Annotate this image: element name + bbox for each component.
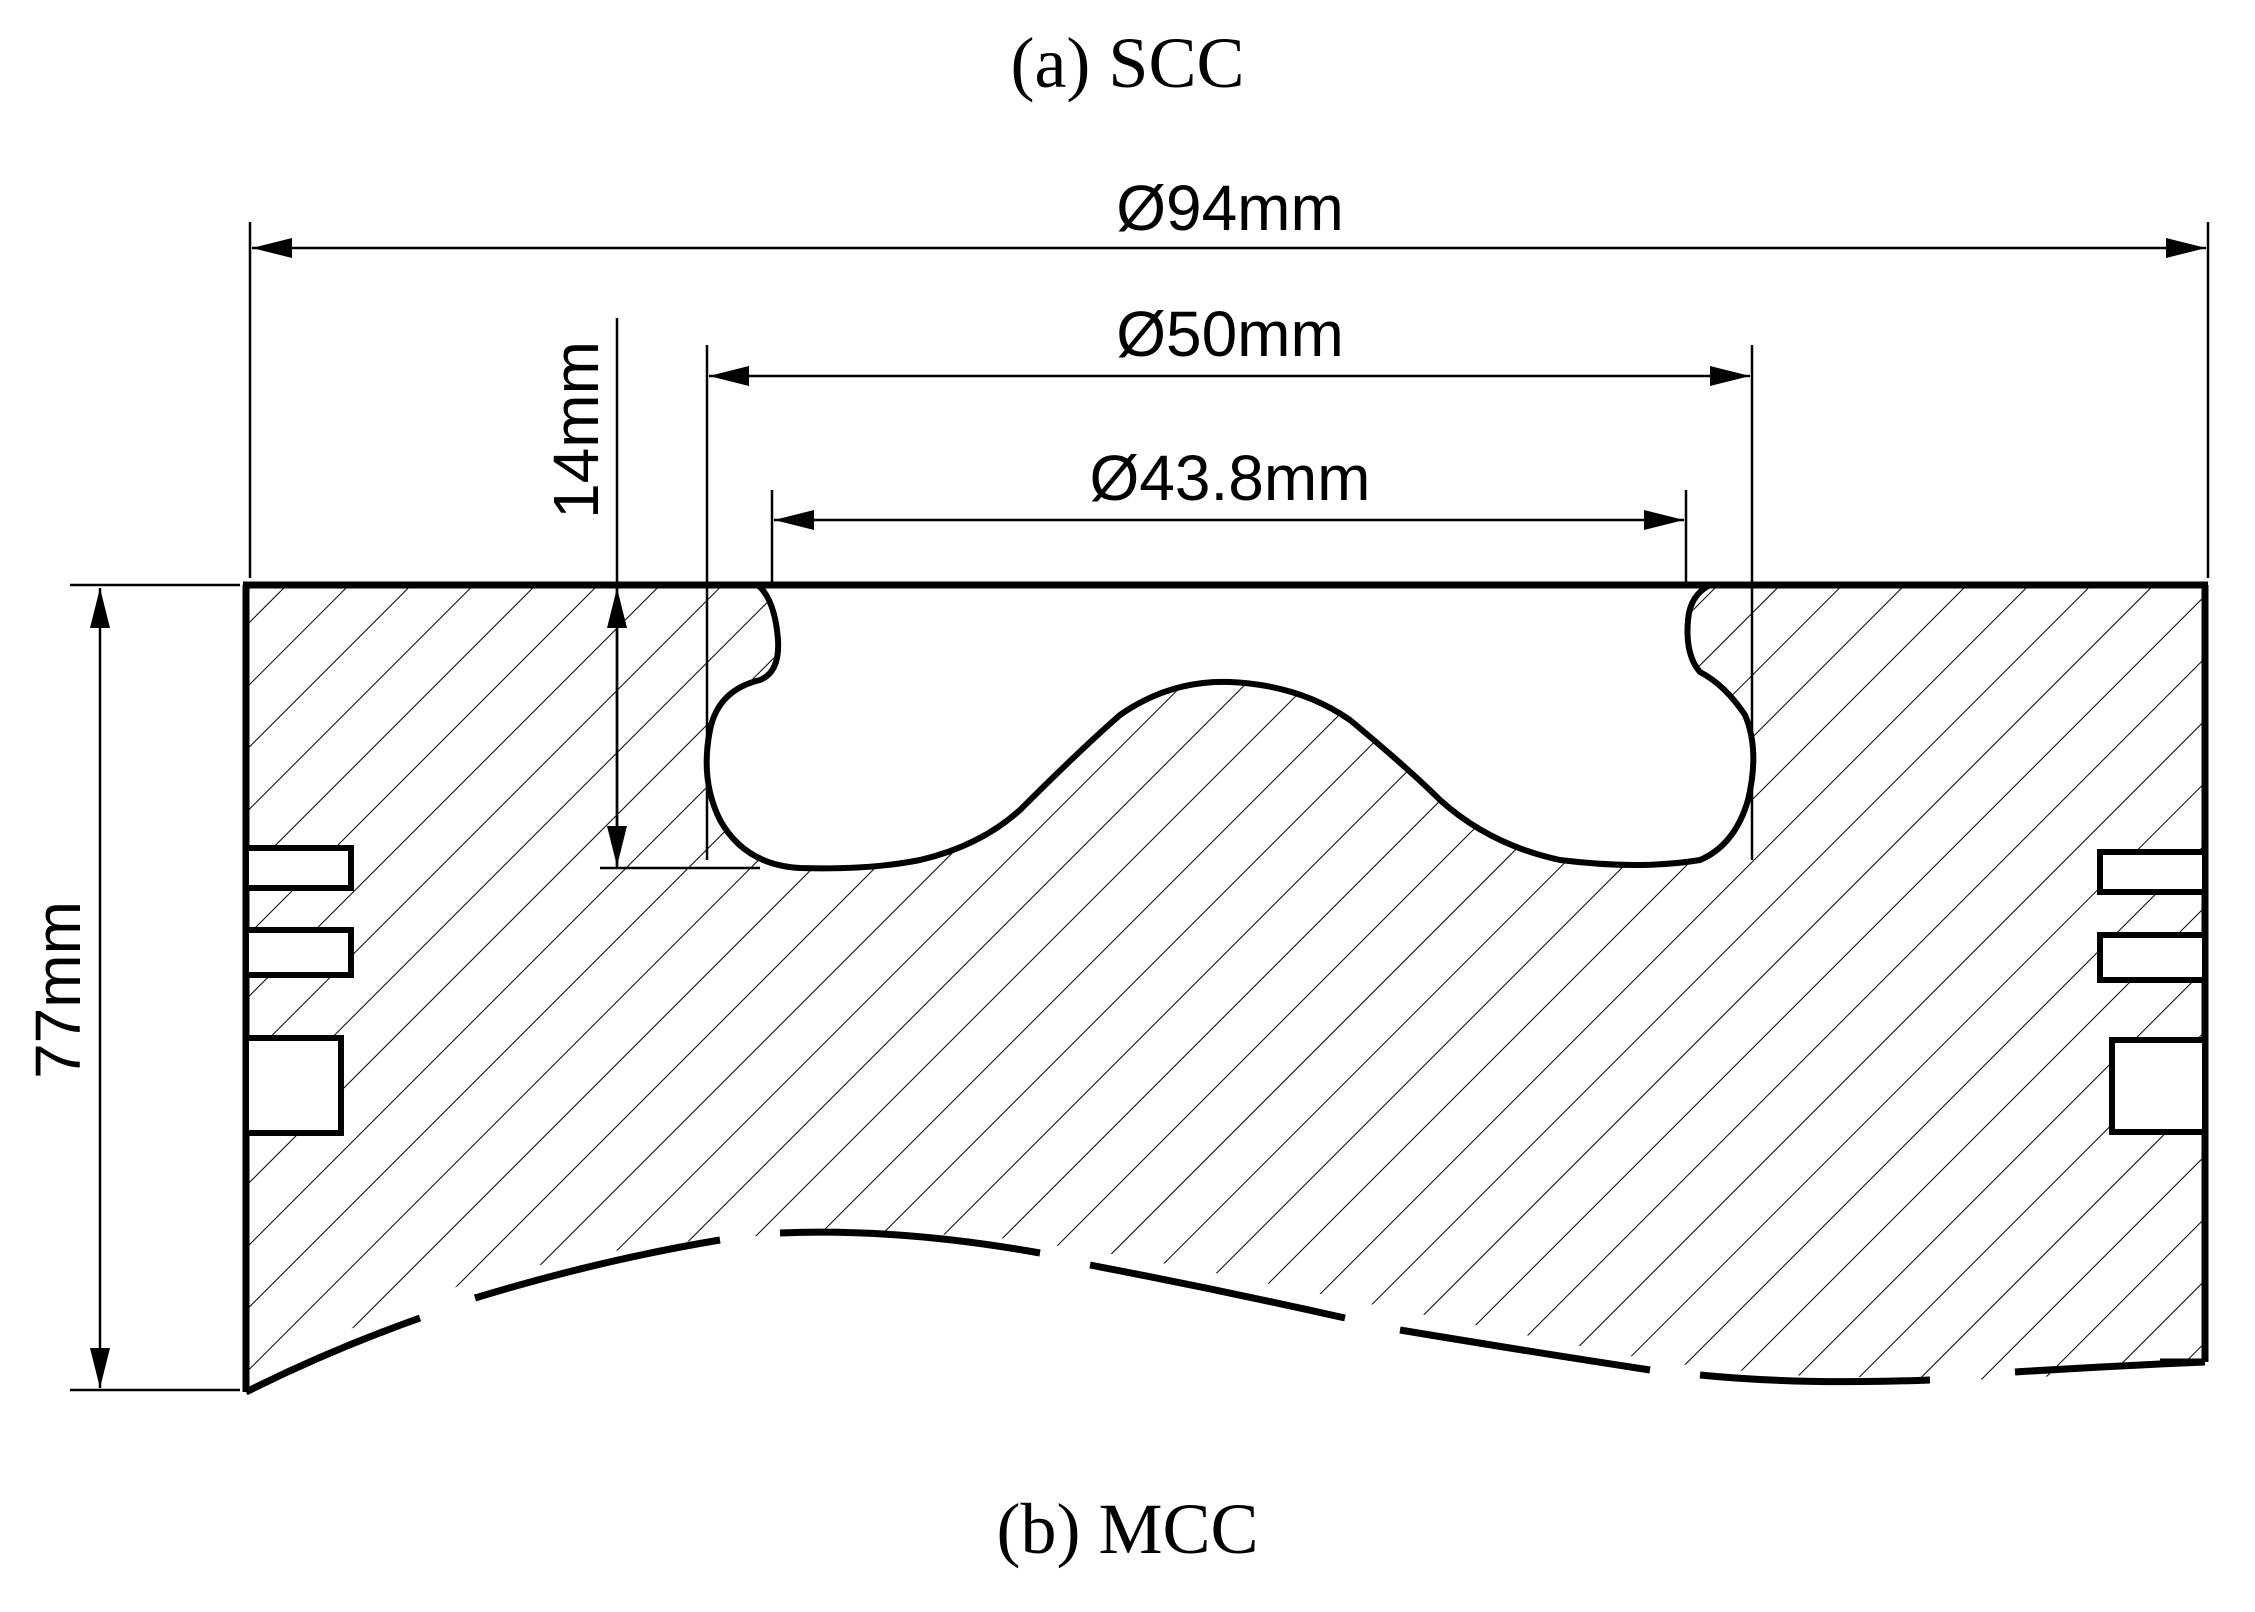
label-bowl-diameter: Ø50mm (1116, 298, 1344, 370)
figure-caption-top: (a) SCC (1010, 23, 1245, 103)
label-height: 77mm (22, 901, 94, 1079)
dimension-lines (90, 238, 2206, 1388)
ring-grooves-right (2097, 849, 2208, 1135)
label-outer-diameter: Ø94mm (1116, 172, 1344, 244)
ring-grooves-left (243, 845, 354, 1136)
label-bowl-depth: 14mm (540, 341, 612, 519)
piston-body-hatch (243, 585, 2208, 1387)
label-throat-diameter: Ø43.8mm (1090, 442, 1371, 514)
figure-caption-bottom: (b) MCC (996, 1489, 1259, 1569)
section-break-line (244, 1228, 2206, 1396)
